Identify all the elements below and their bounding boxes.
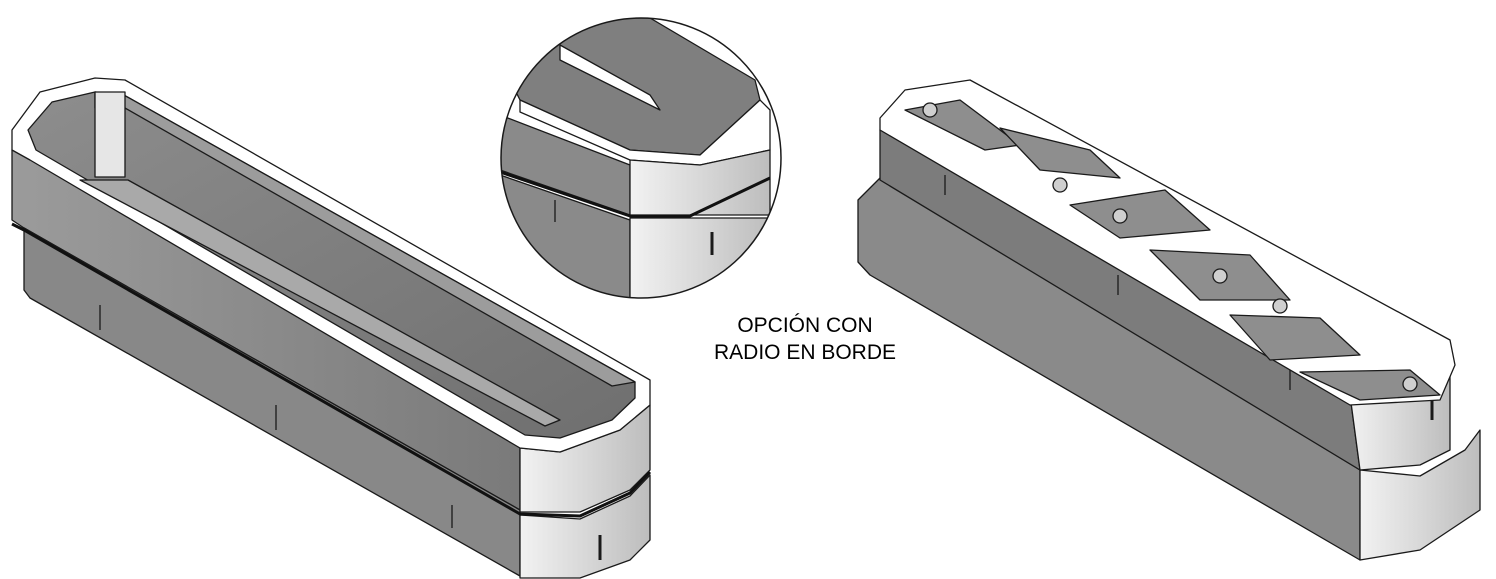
caption-line-1: OPCIÓN CON (737, 314, 873, 337)
inner-opening (27, 91, 636, 439)
lid-base-end (1359, 429, 1481, 561)
zoom-corner-face-lower (629, 217, 771, 298)
zoom-seam-line (501, 170, 771, 218)
inner-floor-strip (79, 179, 561, 427)
outer-side-lower-band (23, 227, 521, 577)
caption-line-2: RADIO EN BORDE (713, 341, 897, 364)
bolt-hole (1272, 298, 1288, 314)
end-cap-front-lower (519, 474, 651, 579)
open-container-view (11, 77, 652, 579)
bolt-hole (1212, 268, 1228, 284)
bolt-hole (922, 102, 938, 118)
corner-post-back (94, 91, 126, 178)
lid-view (857, 79, 1481, 561)
zoom-top-stripe (559, 44, 661, 111)
zoom-caption: OPCIÓN CON RADIO EN BORDE (640, 312, 970, 366)
lid-lattice (904, 99, 1441, 401)
bolt-hole (1112, 208, 1128, 224)
bolt-hole (1402, 376, 1418, 392)
zoom-circle-border (500, 17, 782, 299)
bolt-hole (1052, 177, 1068, 193)
seam-line (11, 222, 652, 518)
zoom-rim (519, 99, 771, 166)
zoom-detail (500, 17, 782, 299)
